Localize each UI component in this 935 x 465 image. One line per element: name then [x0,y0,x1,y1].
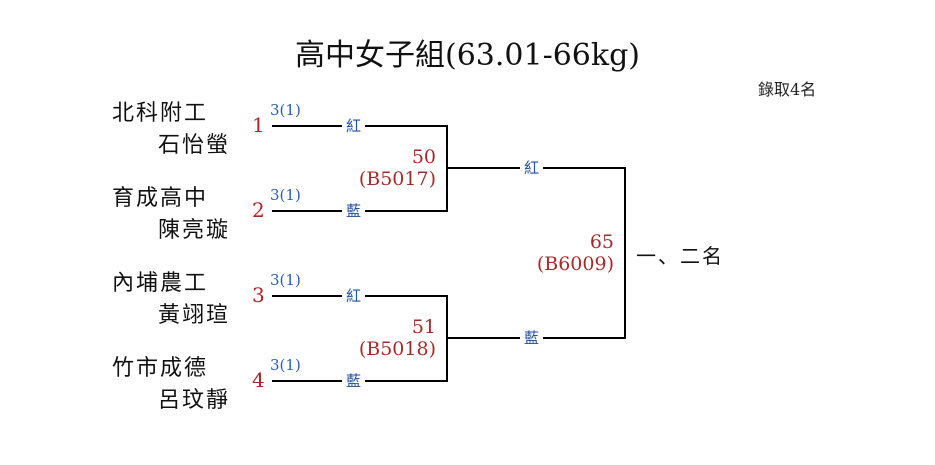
entry-4-school: 竹市成德 [112,356,209,381]
bracket-join-50 [446,125,448,211]
entry-3-score: 3(1) [270,271,301,289]
corner-label-4: 藍 [342,370,366,391]
entry-4-seed: 4 [252,368,265,392]
qualify-note: 錄取4名 [758,80,817,99]
entry-1-name: 石怡螢 [158,133,231,158]
match-65-label: 65 (B6009) [516,231,614,275]
entry-2-score: 3(1) [270,186,301,204]
entry-3-name: 黃翊瑄 [158,303,231,328]
match-50-code: (B5017) [358,168,436,190]
bracket-join-51 [446,295,448,381]
entry-1-seed: 1 [252,113,265,137]
match-51-label: 51 (B5018) [340,316,436,360]
corner-label-semi-bottom: 藍 [520,327,544,348]
entry-2-school: 育成高中 [112,186,209,211]
corner-label-3: 紅 [342,285,366,306]
match-65-code: (B6009) [536,253,614,275]
match-50-number: 50 [411,146,436,168]
match-50-label: 50 (B5017) [340,146,436,190]
entry-2-seed: 2 [252,198,265,222]
match-65-number: 65 [589,231,614,253]
entry-4-score: 3(1) [270,356,301,374]
corner-label-1: 紅 [342,115,366,136]
match-51-number: 51 [411,316,436,338]
entry-4-name: 呂玟靜 [158,388,231,413]
entry-1-school: 北科附工 [112,101,209,126]
corner-label-2: 藍 [342,200,366,221]
entry-1-score: 3(1) [270,101,301,119]
page-title: 高中女子組(63.01-66kg) [295,38,640,73]
match-51-code: (B5018) [358,338,436,360]
entry-3-seed: 3 [252,283,265,307]
final-result-label: 一、二名 [636,244,724,268]
corner-label-semi-top: 紅 [520,157,544,178]
bracket-join-65 [624,167,626,338]
entry-3-school: 內埔農工 [112,271,209,296]
entry-2-name: 陳亮璇 [158,218,231,243]
